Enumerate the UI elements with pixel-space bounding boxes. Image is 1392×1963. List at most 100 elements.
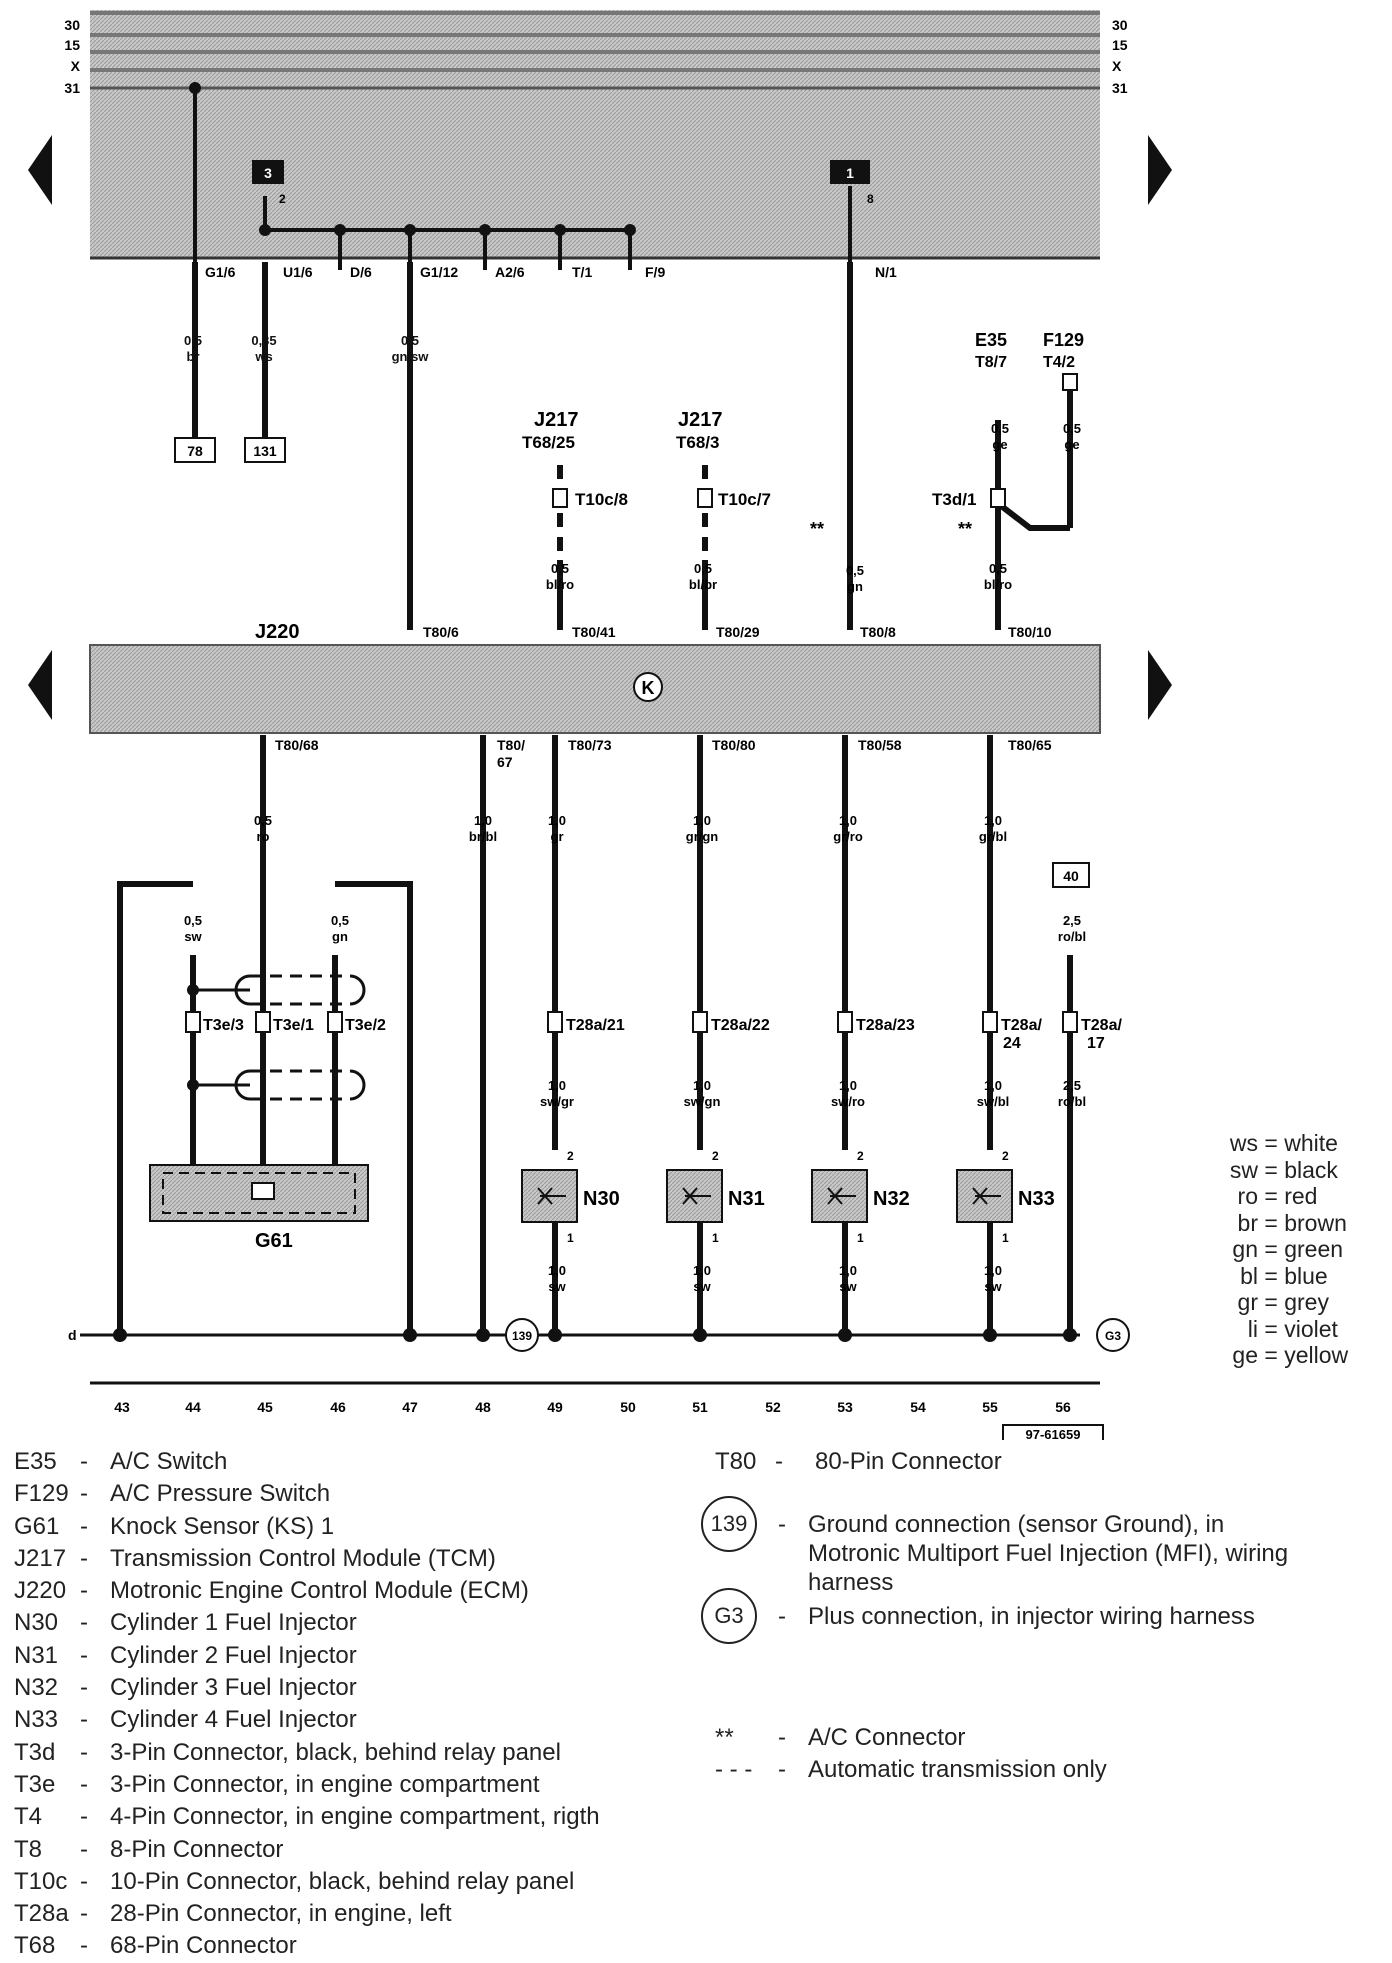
wire-size-ge-2: 0,5 [1063,421,1081,436]
j220-label: J220 [255,621,300,643]
legend-desc: 3-Pin Connector, black, behind relay pan… [110,1738,561,1766]
pin-t80-65: T80/65 [1008,737,1052,753]
t10c-8-label: T10c/8 [575,490,628,509]
wire-color-gr-gn: gr/gn [686,829,719,844]
plus-connection-g3-symbol [1096,1318,1130,1352]
color-ws: white [1284,1130,1338,1156]
e35-label: E35 [975,330,1007,350]
column-46: 46 [330,1399,346,1415]
legend-desc: A/C Pressure Switch [110,1480,331,1508]
wire-size-ge-1: 0,5 [991,421,1009,436]
figure-id: 97-61659 [1026,1427,1081,1440]
legend-row-j220: J220-Motronic Engine Control Module (ECM… [14,1575,600,1607]
column-45: 45 [257,1399,273,1415]
n31-pin-1: 1 [712,1231,719,1245]
legend-code: G61 [14,1512,60,1540]
n32-label: N32 [873,1188,910,1210]
legend-code: T28a [14,1900,69,1928]
ac-connector-stars-right: ** [958,519,972,539]
next-page-arrow-mid[interactable] [1148,650,1172,720]
legend-code: T68 [14,1932,56,1960]
prev-page-arrow-mid[interactable] [28,650,52,720]
color-ge: yellow [1284,1342,1349,1368]
wire-color-sw-n31: sw [693,1279,711,1294]
fuse-3-box [252,160,284,184]
column-56: 56 [1055,1399,1071,1415]
wire-color-sw-n32: sw [839,1279,857,1294]
t3d-1-label: T3d/1 [932,490,976,509]
legend-dash: - [80,1448,88,1475]
legend-code: T4 [14,1803,43,1831]
wire-size-gr-gn: 1,0 [693,813,711,828]
injector-n32 [811,1169,868,1223]
n31-pin-2: 2 [712,1149,719,1163]
pin-t80-58: T80/58 [858,737,902,753]
legend-stars-symbol: ** [715,1724,734,1751]
pin-t80-73: T80/73 [568,737,612,753]
rail-x-left: X [71,58,81,74]
column-53: 53 [837,1399,853,1415]
fuse-1-pin: 8 [867,192,874,206]
terminal-d-6: D/6 [350,264,372,280]
t28a-22-connector [692,1011,708,1033]
injector-n30 [521,1169,578,1223]
ref-box-40 [1052,862,1090,888]
t10c-7-label: T10c/7 [718,490,771,509]
ecm-j220-block [89,644,1101,734]
wire-color-sw-n33: sw [984,1279,1002,1294]
legend-139-desc-2: Motronic Multiport Fuel Injection (MFI),… [808,1540,1289,1567]
color-sw: black [1284,1156,1338,1183]
ground-connection-139-label: 139 [512,1329,532,1343]
legend-dash: - [80,1900,88,1928]
legend-dash: - [80,1932,88,1960]
ref-131-label: 131 [253,443,277,459]
color-br: brown [1284,1209,1347,1236]
legend-code: N31 [14,1641,59,1669]
legend-dash: - [80,1577,88,1605]
terminal-n-1: N/1 [875,264,897,280]
color-bl: blue [1284,1262,1328,1289]
j217-left-label: J217 [534,409,579,431]
n33-pin-2: 2 [1002,1149,1009,1163]
legend-desc: Cylinder 4 Fuel Injector [110,1706,357,1734]
prev-page-arrow-top[interactable] [28,135,52,205]
terminal-g1-6: G1/6 [205,264,236,280]
wire-color-sw-ro: sw/ro [831,1094,865,1109]
legend-desc: 3-Pin Connector, in engine compartment [110,1770,540,1798]
wire-size-br-bl: 1,0 [474,813,492,828]
legend-row-t8: T8-8-Pin Connector [14,1834,600,1866]
terminal-a2-6: A2/6 [495,264,525,280]
n33-label: N33 [1018,1188,1055,1210]
wire-color-gr-bl: gr/bl [979,829,1007,844]
t3e-1-connector [255,1011,271,1033]
f129-label: F129 [1043,330,1084,350]
legend-row-t68: T68-68-Pin Connector [14,1930,600,1962]
legend-code: N32 [14,1674,59,1702]
ground-line-d-label: d [68,1327,77,1343]
legend-row-j217: J217-Transmission Control Module (TCM) [14,1543,600,1575]
legend-139-symbol: 139 [701,1496,757,1552]
wire-size-br: 0,5 [184,333,202,348]
legend-dash: - [80,1544,88,1572]
wire-size-bl-ro-2: 0,5 [989,561,1007,576]
wire-color-br-bl: br/bl [469,829,497,844]
legend-code: J217 [14,1544,67,1572]
t3e-3-connector [185,1011,201,1033]
wire-color-sw-bl: sw/bl [977,1094,1010,1109]
wire-color-ro: ro [257,829,270,844]
t10c-8-connector [552,488,568,508]
wire-size-bl-br: 0,5 [694,561,712,576]
t10c-7-connector [697,488,713,508]
next-page-arrow-top[interactable] [1148,135,1172,205]
t3d-1-connector [990,488,1006,508]
ac-connector-stars-left: ** [810,519,824,539]
figure-id-box [1002,1424,1104,1440]
pin-t80-29: T80/29 [716,624,760,640]
color-gr: grey [1284,1289,1329,1315]
pin-t80-6: T80/6 [423,624,459,640]
t3e-2-connector [327,1011,343,1033]
column-44: 44 [185,1399,201,1415]
legend-dash: - [80,1803,88,1831]
legend-row-n31: N31-Cylinder 2 Fuel Injector [14,1640,600,1672]
